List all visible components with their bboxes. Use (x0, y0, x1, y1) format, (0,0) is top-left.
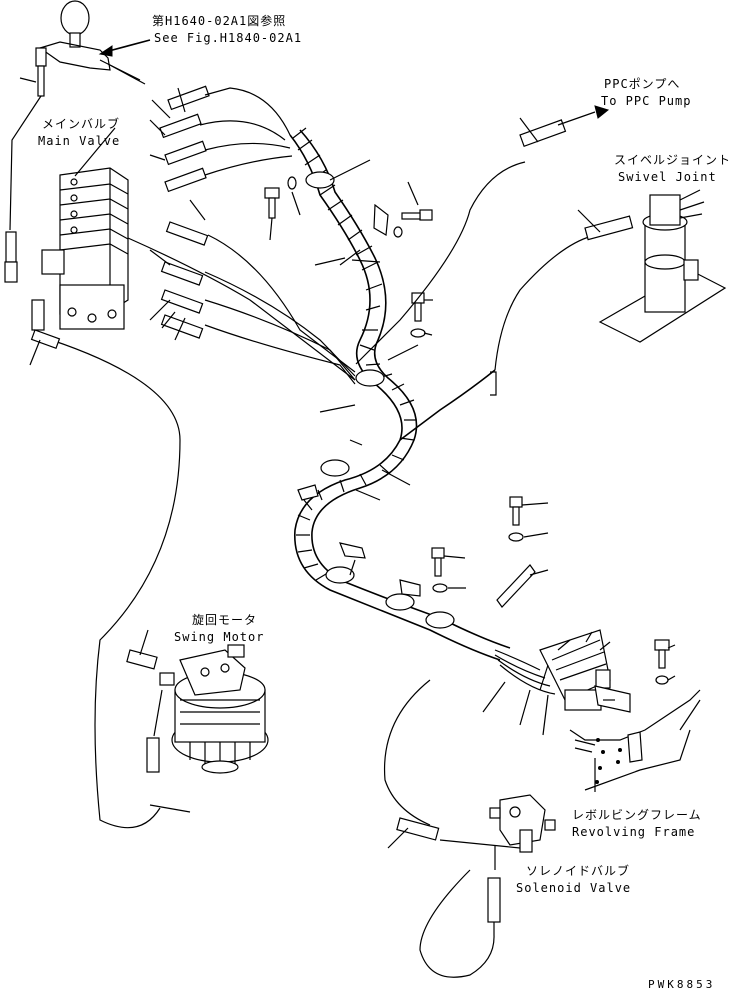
valve-hose-fittings-upper (149, 85, 210, 341)
solenoid-valve-label-jp: ソレノイドバルブ (526, 864, 631, 878)
bolts-clamps-upper (264, 159, 433, 597)
ref-label-en: See Fig.H1840-02A1 (154, 31, 303, 45)
ppc-pump-label-jp: PPCポンプへ (604, 77, 681, 91)
solenoid-valve-label-en: Solenoid Valve (516, 881, 632, 895)
accumulator (38, 0, 146, 85)
ref-arrowhead (98, 45, 113, 57)
leader-main-valve (74, 127, 116, 177)
swivel-joint-label-jp: スイベルジョイント (614, 153, 732, 167)
revolving-frame-label-en: Revolving Frame (572, 825, 696, 839)
left-hose (4, 47, 47, 283)
main-valve (41, 167, 129, 330)
valve-to-bundle-hoses (127, 87, 356, 385)
bolts-clamps-right (431, 496, 549, 608)
ppc-pump-hose (355, 105, 610, 365)
swivel-joint-label-en: Swivel Joint (618, 170, 717, 184)
swing-motor-label-jp: 旋回モータ (192, 613, 258, 627)
ref-label-jp: 第H1640-02A1図参照 (152, 14, 287, 28)
swivel-joint (399, 189, 727, 441)
distributor-block (482, 629, 676, 736)
revolving-frame-label-jp: レボルビングフレーム (572, 808, 702, 822)
drawing-code: PWK8853 (648, 978, 716, 991)
swing-motor-label-en: Swing Motor (174, 630, 265, 644)
swing-motor (29, 299, 269, 829)
ppc-pump-label-en: To PPC Pump (601, 94, 692, 108)
main-valve-label-jp: メインバルブ (42, 117, 121, 131)
hose-bundle-spiral (289, 127, 511, 661)
solenoid-valve (383, 679, 596, 978)
revolving-frame (569, 689, 701, 791)
main-valve-label-en: Main Valve (38, 134, 121, 148)
